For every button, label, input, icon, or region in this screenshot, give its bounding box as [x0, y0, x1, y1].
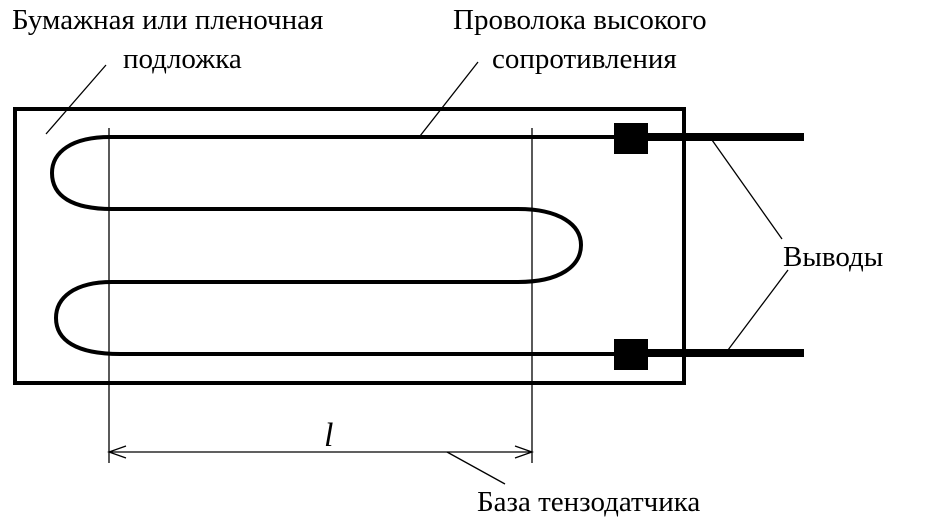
dimension-arrow-right [514, 445, 534, 459]
base-length-symbol: l [324, 417, 333, 454]
substrate-frame [13, 107, 686, 385]
wire-label-line2: сопротивления [492, 43, 677, 75]
substrate-label-line2: подложка [123, 43, 242, 75]
leader-wire [419, 61, 479, 137]
terminals-label: Выводы [783, 241, 883, 273]
dimension-arrow-left [107, 445, 127, 459]
terminal-pad-bottom [614, 339, 648, 370]
leader-base [446, 451, 506, 485]
wire-label-line1: Проволока высокого [453, 4, 707, 36]
substrate-label-line1: Бумажная или пленочная [12, 4, 323, 36]
leader-terminal-top [711, 139, 783, 240]
leader-substrate [45, 64, 107, 135]
resistance-wire [50, 135, 619, 356]
leader-terminal-bottom [727, 269, 789, 351]
terminal-pad-top [614, 123, 648, 154]
base-label: База тензодатчика [477, 486, 700, 518]
